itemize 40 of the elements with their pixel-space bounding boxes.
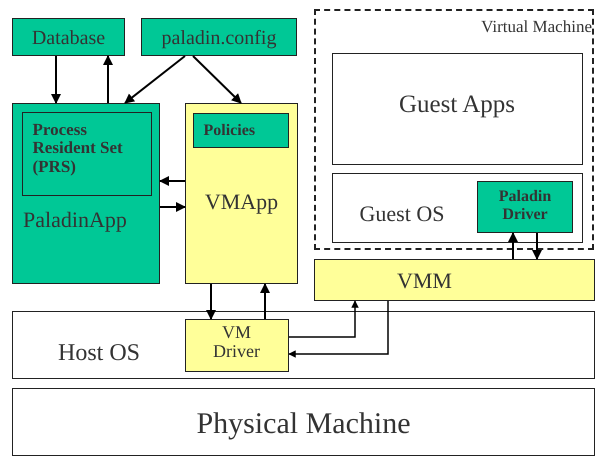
component-box <box>192 112 288 148</box>
component-label: Paladin Driver <box>498 188 552 224</box>
box-label: paladin.config <box>160 27 278 49</box>
box-label: PaladinApp <box>23 208 127 232</box>
arrow <box>532 233 542 260</box>
box-label: Physical Machine <box>195 407 412 440</box>
arrow <box>51 56 61 104</box>
component-label: Process Resident Set (PRS) <box>32 120 124 177</box>
box-label: VM Driver <box>212 322 261 362</box>
layer-box <box>332 52 582 164</box>
layer-box <box>332 172 582 242</box>
box-label: Guest OS <box>360 202 444 226</box>
layer-box <box>314 259 595 301</box>
arrow <box>206 284 216 320</box>
layer-box <box>12 311 595 379</box>
arrow <box>192 55 242 104</box>
container-region <box>314 9 594 250</box>
arrow <box>289 300 359 338</box>
driver-box <box>477 181 573 233</box>
box-label: VMM <box>396 269 453 294</box>
layer-box <box>12 388 595 456</box>
box-label: Host OS <box>58 340 140 366</box>
arrow <box>508 232 518 259</box>
box-label: Virtual Machine <box>481 18 592 37</box>
process-box <box>12 103 160 284</box>
component-box <box>22 112 152 196</box>
box-label: VMApp <box>204 190 280 214</box>
arrow <box>288 301 389 358</box>
arrow <box>160 202 186 212</box>
component-label: Policies <box>204 122 256 140</box>
arrow <box>260 283 270 319</box>
arrow <box>124 55 186 104</box>
arrow <box>159 176 185 186</box>
driver-box <box>184 318 288 372</box>
process-box <box>185 103 298 284</box>
box-label: Guest Apps <box>398 90 516 118</box>
config-file-box <box>141 18 297 56</box>
data-store-box <box>12 18 125 56</box>
arrow <box>103 55 113 103</box>
box-label: Database <box>30 27 106 49</box>
